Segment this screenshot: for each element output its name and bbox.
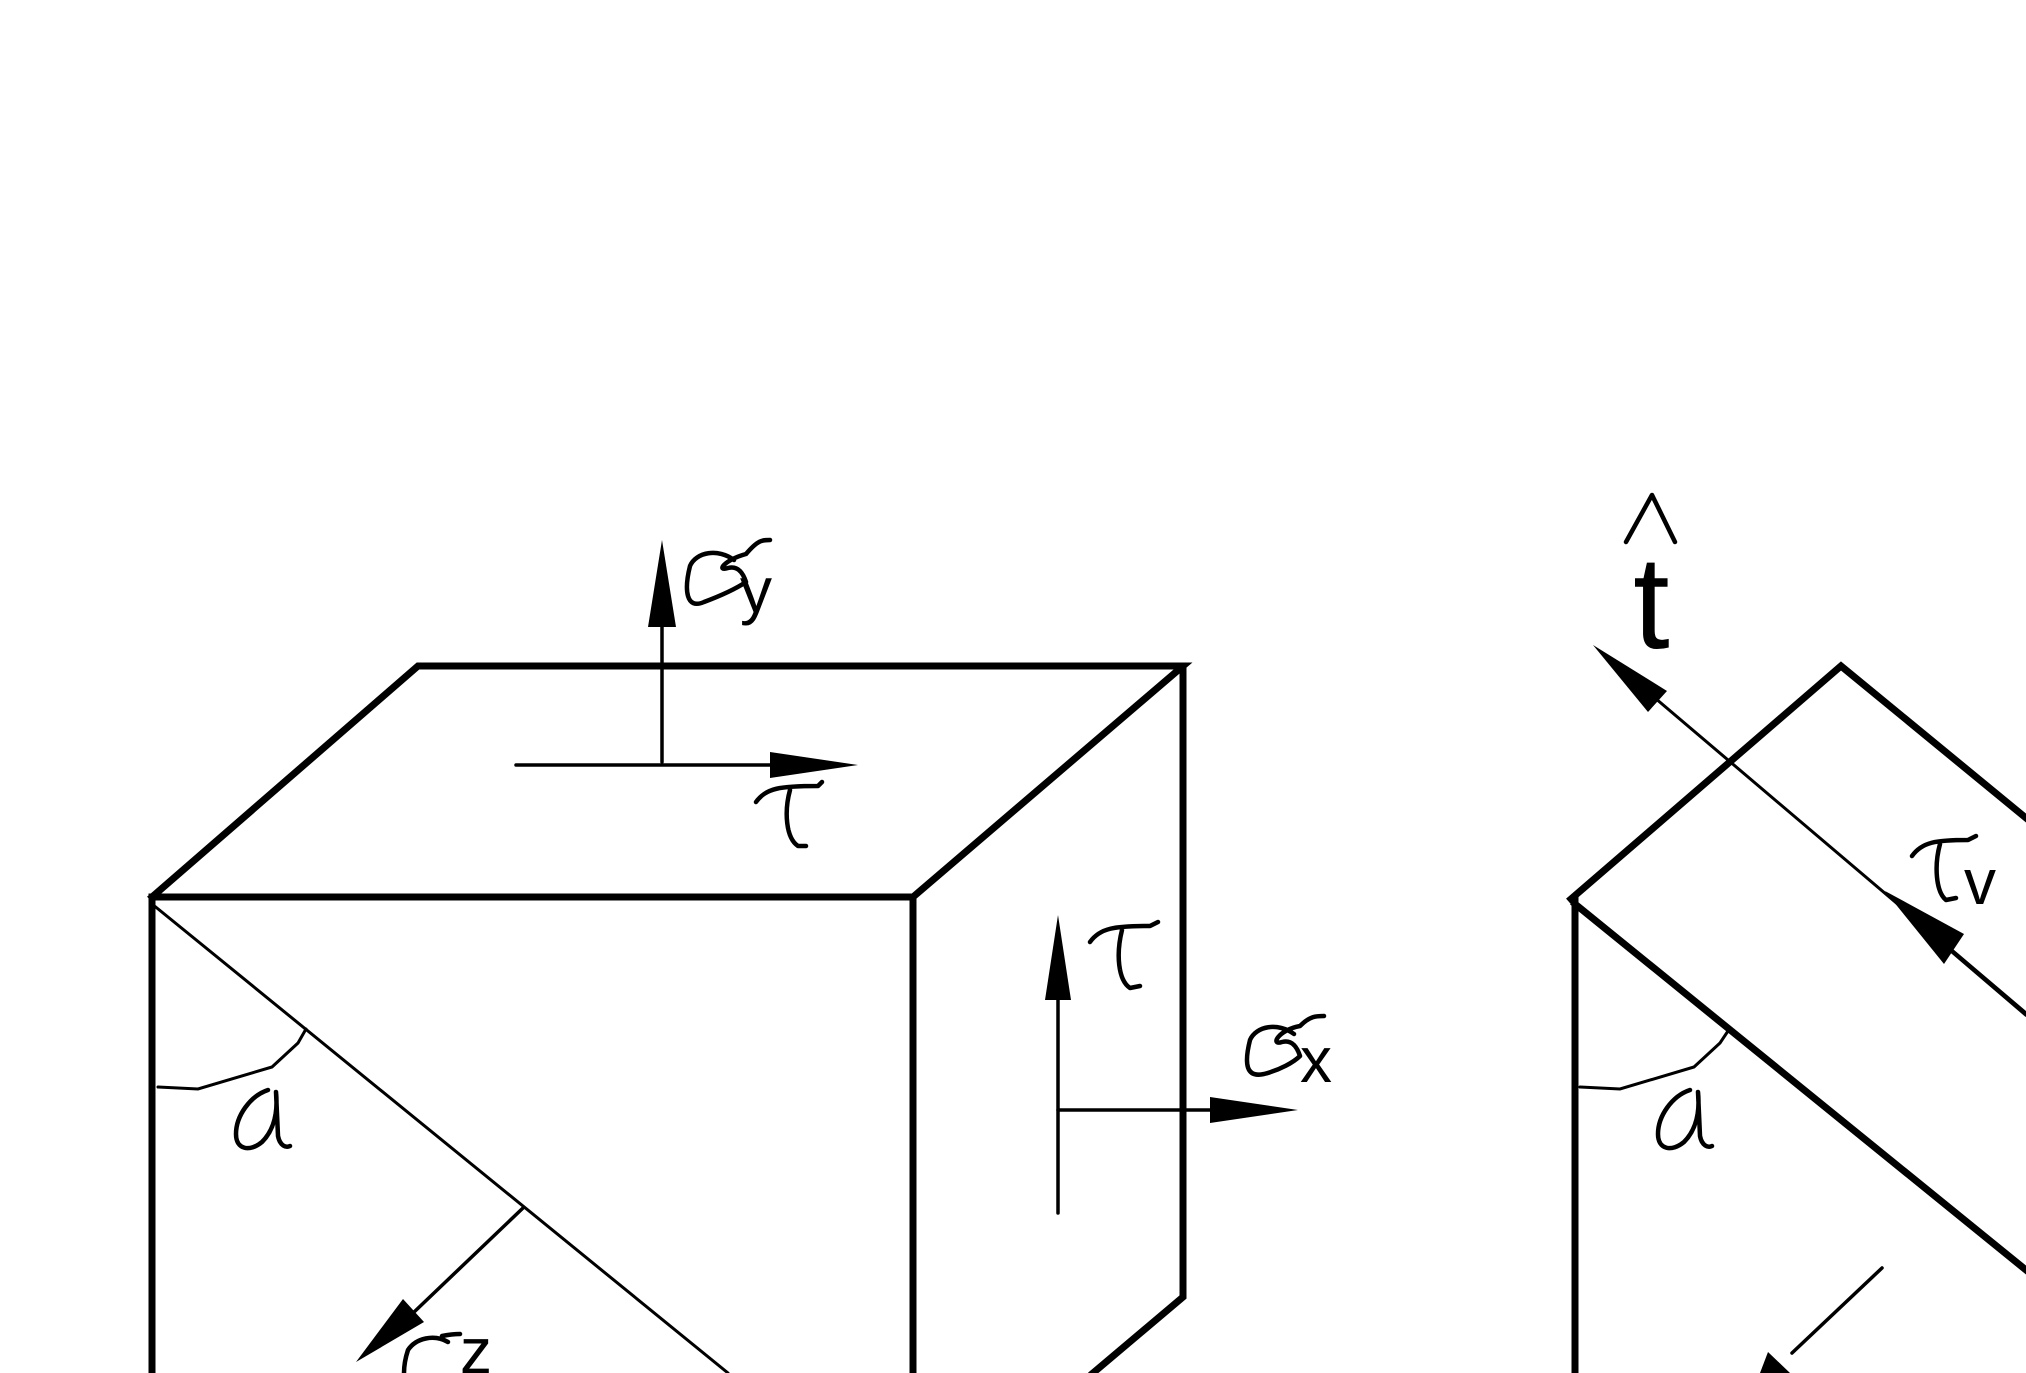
cut-plane-diagonal bbox=[150, 902, 730, 1373]
tau-right-arrow bbox=[1045, 915, 1071, 1215]
alpha-angle-arc bbox=[156, 1027, 308, 1091]
cube-top-face bbox=[147, 662, 1193, 902]
sigma-x-glyph bbox=[1244, 1013, 1327, 1077]
alpha-angle-arc-right bbox=[1578, 1029, 1730, 1091]
tau-top-glyph bbox=[753, 779, 825, 849]
sigma-y-arrow bbox=[648, 540, 676, 764]
wedge-hypotenuse bbox=[1570, 899, 2026, 1275]
tau-v-glyph bbox=[1909, 833, 1979, 903]
sigma-y-letter: σ bbox=[700, 589, 701, 591]
t-hat-caret bbox=[1623, 492, 1678, 545]
cube-right-face bbox=[1088, 662, 1187, 1373]
tau-top-arrow bbox=[514, 752, 858, 778]
wedge-top-edge bbox=[1566, 661, 2026, 904]
sigma-z-arrow bbox=[356, 1206, 525, 1362]
sigma-x-letter: σ bbox=[1260, 1059, 1261, 1061]
sigma-y-subscript: y bbox=[740, 554, 772, 626]
alpha-left-letter: α bbox=[250, 1129, 251, 1131]
sigma-z-subscript: z bbox=[460, 1315, 492, 1373]
left-cube bbox=[147, 662, 1193, 1373]
sigma-z-letter: σ bbox=[415, 1364, 416, 1366]
sigma-x-arrow bbox=[1056, 1097, 1298, 1123]
tau-v-arrow-head bbox=[1885, 891, 1964, 964]
tau-v-subscript: v bbox=[1964, 846, 1996, 918]
tau-right-glyph bbox=[1087, 919, 1161, 991]
t-hat-label: t bbox=[1633, 529, 1670, 676]
sigma-z-glyph bbox=[401, 1331, 463, 1373]
alpha-left-glyph bbox=[233, 1087, 293, 1151]
alpha-right-letter: α bbox=[1672, 1129, 1673, 1131]
t-arrow-head bbox=[1593, 645, 1667, 712]
alpha-right-glyph bbox=[1655, 1087, 1715, 1151]
sigma-y-glyph bbox=[684, 537, 773, 606]
sigma-x-subscript: x bbox=[1300, 1024, 1332, 1096]
wedge-sigma-arrow bbox=[1790, 1266, 1884, 1355]
right-wedge bbox=[1566, 645, 2026, 1373]
tau-v-letter: τ bbox=[1940, 879, 1941, 881]
